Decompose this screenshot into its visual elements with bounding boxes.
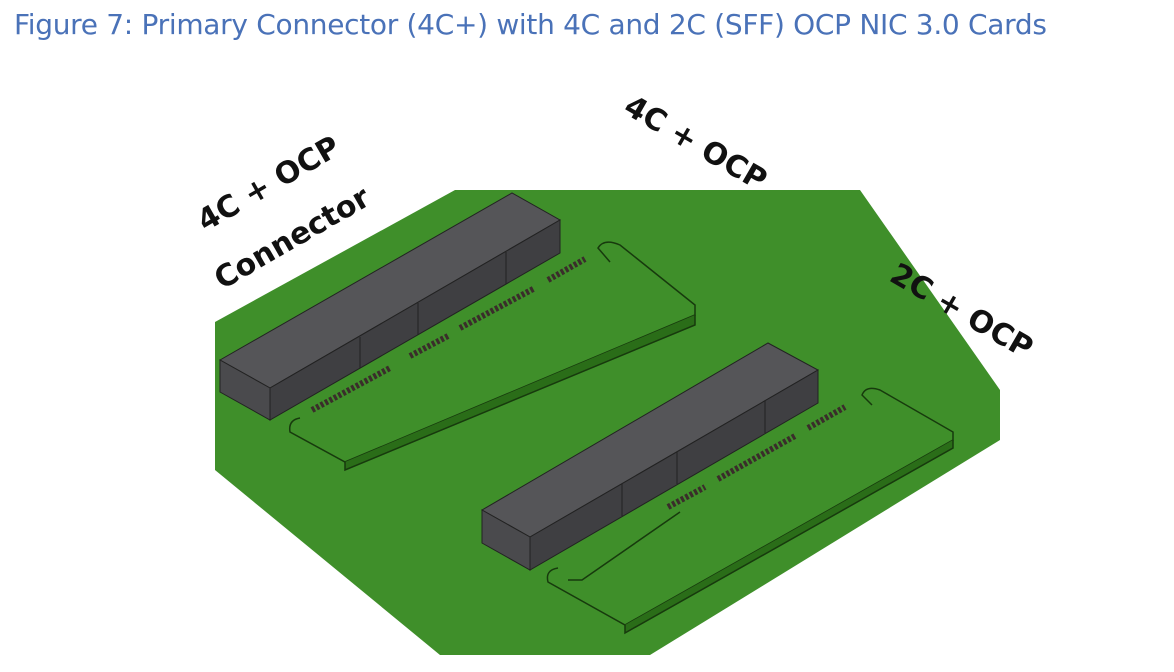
card-2c-pins: [666, 404, 847, 510]
label-card-4c: 4C + OCP: [618, 89, 773, 199]
card-4c-pins: [310, 256, 587, 413]
connector-4c: [218, 192, 562, 421]
card-4c-outline: [288, 241, 696, 472]
figure-title: Figure 7: Primary Connector (4C+) with 4…: [14, 8, 1047, 41]
card-2c-outline: [546, 387, 954, 635]
connector-2c: [480, 342, 820, 571]
